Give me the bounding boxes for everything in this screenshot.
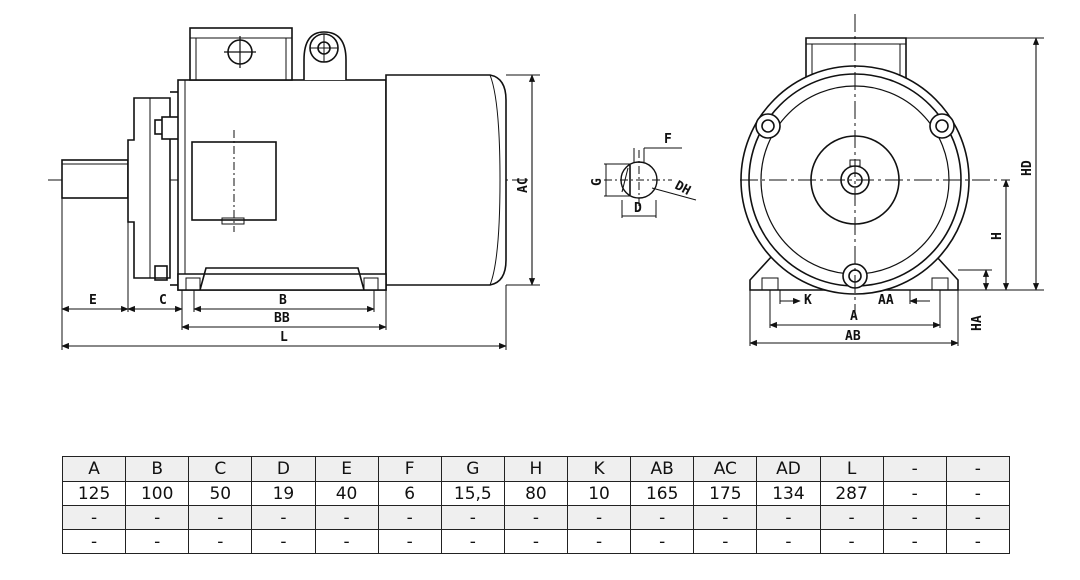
table-header-cell: AD	[756, 456, 821, 482]
table-header-cell: C	[188, 456, 253, 482]
table-header-cell: D	[251, 456, 316, 482]
table-cell: -	[125, 529, 190, 554]
table-cell: -	[945, 529, 1011, 554]
table-header-cell: AB	[630, 456, 695, 482]
table-header-cell: K	[566, 456, 632, 482]
front-flange	[127, 97, 171, 279]
table-cell: -	[440, 505, 505, 530]
table-cell: 19	[251, 481, 316, 506]
table-cell: 15,5	[440, 481, 505, 506]
table-cell: -	[377, 529, 442, 554]
table-cell: -	[503, 505, 569, 530]
dim-label-DH: DH	[672, 178, 693, 199]
table-cell: -	[314, 505, 379, 530]
dim-label-F: F	[664, 132, 672, 147]
table-cell: -	[630, 529, 695, 554]
table-cell: 134	[756, 481, 821, 506]
dim-label-BB: BB	[274, 311, 290, 326]
table-cell: -	[440, 529, 505, 554]
dim-label-K: K	[804, 293, 812, 308]
table-header-cell: E	[314, 456, 379, 482]
table-cell: 50	[188, 481, 253, 506]
table-cell: -	[251, 529, 316, 554]
table-cell: -	[945, 505, 1011, 530]
shaft	[61, 159, 129, 199]
table-cell: -	[125, 505, 190, 530]
foot-base	[177, 273, 387, 291]
table-cell: -	[756, 529, 821, 554]
table-cell: -	[503, 529, 569, 554]
table-cell: 40	[314, 481, 379, 506]
dim-label-C: C	[159, 293, 167, 308]
dim-label-G: G	[590, 178, 605, 186]
table-header-cell: B	[125, 456, 190, 482]
table-header-cell: L	[819, 456, 884, 482]
table-cell: -	[819, 505, 884, 530]
table-cell: -	[945, 481, 1011, 506]
motor-dimension-drawing: E C B BB L AC F G D DH	[48, 14, 1044, 350]
table-cell: -	[188, 505, 253, 530]
table-cell: -	[882, 529, 947, 554]
fan-cowl	[385, 74, 507, 286]
table-header-cell: H	[503, 456, 569, 482]
table-header-cell: G	[440, 456, 505, 482]
table-cell: 125	[61, 481, 127, 506]
terminal-box	[189, 27, 293, 81]
shaft-detail	[604, 147, 697, 218]
motor-body	[177, 79, 387, 291]
table-cell: -	[566, 505, 632, 530]
table-header-cell: -	[882, 456, 947, 482]
table-cell: -	[314, 529, 379, 554]
table-header-cell: -	[945, 456, 1011, 482]
table-cell: -	[251, 505, 316, 530]
table-cell: -	[882, 505, 947, 530]
table-cell: -	[819, 529, 884, 554]
lifting-eye	[303, 31, 347, 80]
table-header-cell: AC	[693, 456, 758, 482]
dim-label-AA: AA	[878, 293, 894, 308]
table-cell: 80	[503, 481, 569, 506]
table-cell: 10	[566, 481, 632, 506]
table-cell: -	[566, 529, 632, 554]
dim-label-E: E	[89, 293, 97, 308]
table-header-cell: A	[61, 456, 127, 482]
dim-label-AC: AC	[516, 177, 531, 193]
table-cell: -	[61, 529, 127, 554]
table-cell: -	[693, 529, 758, 554]
dim-label-HA: HA	[970, 315, 985, 331]
side-view	[48, 27, 540, 350]
dim-label-AB: AB	[845, 329, 861, 344]
table-cell: -	[61, 505, 127, 530]
table-cell: -	[693, 505, 758, 530]
table-cell: 175	[693, 481, 758, 506]
dim-label-H: H	[990, 232, 1005, 240]
table-row: ---------------	[61, 505, 1011, 530]
table-cell: 165	[630, 481, 695, 506]
table-cell: -	[630, 505, 695, 530]
table-cell: -	[188, 529, 253, 554]
table-cell: -	[377, 505, 442, 530]
table-row: ---------------	[61, 529, 1011, 554]
table-cell: 6	[377, 481, 442, 506]
table-cell: 287	[819, 481, 884, 506]
table-cell: 100	[125, 481, 190, 506]
dim-label-L: L	[280, 330, 288, 345]
dim-label-D: D	[634, 201, 642, 216]
dim-label-A: A	[850, 309, 858, 324]
table-header-cell: F	[377, 456, 442, 482]
dim-label-HD: HD	[1020, 160, 1035, 176]
table-cell: -	[756, 505, 821, 530]
table-cell: -	[882, 481, 947, 506]
bolt-bosses	[755, 113, 955, 289]
front-view	[740, 14, 1044, 347]
dim-label-B: B	[279, 293, 287, 308]
